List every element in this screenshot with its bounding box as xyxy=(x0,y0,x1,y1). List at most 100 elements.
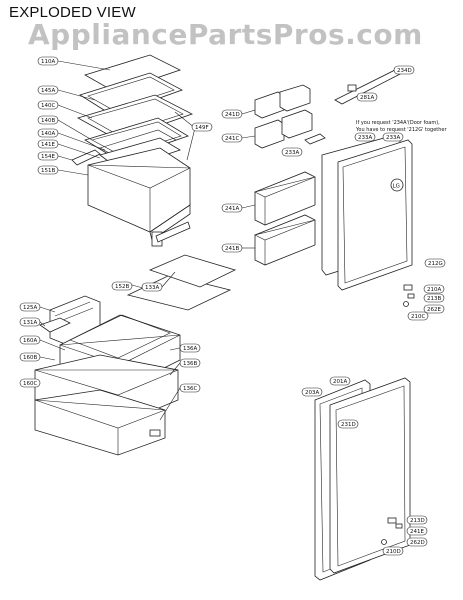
svg-text:233A: 233A xyxy=(285,150,299,156)
svg-text:241B: 241B xyxy=(225,246,239,252)
callout-203A: 203A xyxy=(301,387,323,397)
svg-text:231D: 231D xyxy=(341,422,356,428)
svg-text:160C: 160C xyxy=(23,381,37,387)
svg-text:233A: 233A xyxy=(386,135,400,141)
callout-140C: 140C xyxy=(37,100,59,110)
callout-136C: 136C xyxy=(179,383,201,393)
callout-231D: 231D xyxy=(337,419,359,429)
svg-text:203A: 203A xyxy=(305,390,319,396)
svg-text:149F: 149F xyxy=(195,125,209,131)
svg-text:241E: 241E xyxy=(410,529,424,535)
callout-133A: 133A xyxy=(141,282,163,292)
svg-text:262D: 262D xyxy=(410,540,425,546)
callout-241B: 241B xyxy=(221,243,243,253)
svg-text:210C: 210C xyxy=(411,314,425,320)
svg-text:281A: 281A xyxy=(360,95,374,101)
bin-241A xyxy=(254,171,316,226)
callout-233A-b: 233A xyxy=(354,132,376,142)
svg-text:140B: 140B xyxy=(41,118,55,124)
shelf-assembly-upper xyxy=(71,54,194,247)
drawer-160C xyxy=(34,389,166,456)
callout-160A: 160A xyxy=(19,335,41,345)
svg-text:210D: 210D xyxy=(386,549,401,555)
callout-152B: 152B xyxy=(111,281,133,291)
callout-131A: 131A xyxy=(19,317,41,327)
svg-text:152B: 152B xyxy=(115,284,129,290)
bar-154E xyxy=(71,149,101,166)
fridge-hinge-parts xyxy=(403,284,415,307)
callout-140B: 140B xyxy=(37,115,59,125)
svg-text:136C: 136C xyxy=(183,386,197,392)
svg-text:212G: 212G xyxy=(428,261,443,267)
fridge-door: LG xyxy=(321,134,413,291)
shelf-110A xyxy=(83,54,182,93)
lg-logo-text: LG xyxy=(393,184,400,190)
freezer-hinge-parts xyxy=(381,517,403,545)
svg-text:210A: 210A xyxy=(427,287,441,293)
callout-125A: 125A xyxy=(19,302,41,312)
svg-text:213D: 213D xyxy=(410,518,425,524)
callout-262D: 262D xyxy=(406,537,428,547)
callout-241C: 241C xyxy=(221,133,243,143)
callout-241E: 241E xyxy=(406,526,428,536)
svg-text:151B: 151B xyxy=(41,168,55,174)
callout-234D: 234D xyxy=(393,65,415,75)
svg-text:234D: 234D xyxy=(397,68,412,74)
svg-text:201A: 201A xyxy=(333,379,347,385)
callout-213D: 213D xyxy=(406,515,428,525)
callout-110A: 110A xyxy=(37,56,59,66)
callout-210C: 210C xyxy=(407,311,429,321)
callout-210D: 210D xyxy=(382,546,404,556)
handle-part xyxy=(155,221,191,243)
svg-text:262E: 262E xyxy=(427,307,441,313)
door-bins xyxy=(254,69,403,266)
callout-262E: 262E xyxy=(423,304,445,314)
callout-241D: 241D xyxy=(221,109,243,119)
svg-text:160A: 160A xyxy=(23,338,37,344)
svg-text:136A: 136A xyxy=(183,346,197,352)
callout-labels: 110A 145A 140C 140B 140A 141E 154E 151B … xyxy=(19,56,446,556)
diagram-title: EXPLODED VIEW xyxy=(9,4,136,21)
hinge-233A xyxy=(304,133,326,145)
callout-154E: 154E xyxy=(37,151,59,161)
drawer-assembly-lower xyxy=(34,254,237,456)
callout-136B: 136B xyxy=(179,358,201,368)
lg-logo xyxy=(390,178,404,192)
svg-text:145A: 145A xyxy=(41,88,55,94)
cap-281A xyxy=(347,84,357,92)
svg-text:213B: 213B xyxy=(427,296,441,302)
svg-text:233A: 233A xyxy=(358,135,372,141)
shelf-frame-145A xyxy=(79,72,183,116)
svg-text:154E: 154E xyxy=(41,154,55,160)
callout-241A: 241A xyxy=(221,203,243,213)
callout-233A-a: 233A xyxy=(281,147,303,157)
door-panel xyxy=(337,139,413,291)
svg-text:241D: 241D xyxy=(225,112,240,118)
note-line-2: You have to request '212G' together xyxy=(355,127,448,133)
callout-201A: 201A xyxy=(329,376,351,386)
bin-241C xyxy=(254,119,285,149)
callout-141E: 141E xyxy=(37,139,59,149)
bin-241D xyxy=(254,91,285,119)
svg-text:131A: 131A xyxy=(23,320,37,326)
callout-160C: 160C xyxy=(19,378,41,388)
callout-281A: 281A xyxy=(356,92,378,102)
leader-lines xyxy=(38,60,256,421)
svg-text:136B: 136B xyxy=(183,361,197,367)
svg-text:133A: 133A xyxy=(145,285,159,291)
freezer-door xyxy=(314,377,411,581)
callout-160B: 160B xyxy=(19,352,41,362)
svg-text:125A: 125A xyxy=(23,305,37,311)
svg-text:241A: 241A xyxy=(225,206,239,212)
callout-213B: 213B xyxy=(423,293,445,303)
callout-140A: 140A xyxy=(37,128,59,138)
callout-212G: 212G xyxy=(424,258,446,268)
svg-text:141E: 141E xyxy=(41,142,55,148)
bin-241B xyxy=(254,214,316,266)
callout-210A: 210A xyxy=(423,284,445,294)
callout-149F: 149F xyxy=(191,122,213,132)
svg-text:140A: 140A xyxy=(41,131,55,137)
callout-151B: 151B xyxy=(37,165,59,175)
svg-text:241C: 241C xyxy=(225,136,239,142)
